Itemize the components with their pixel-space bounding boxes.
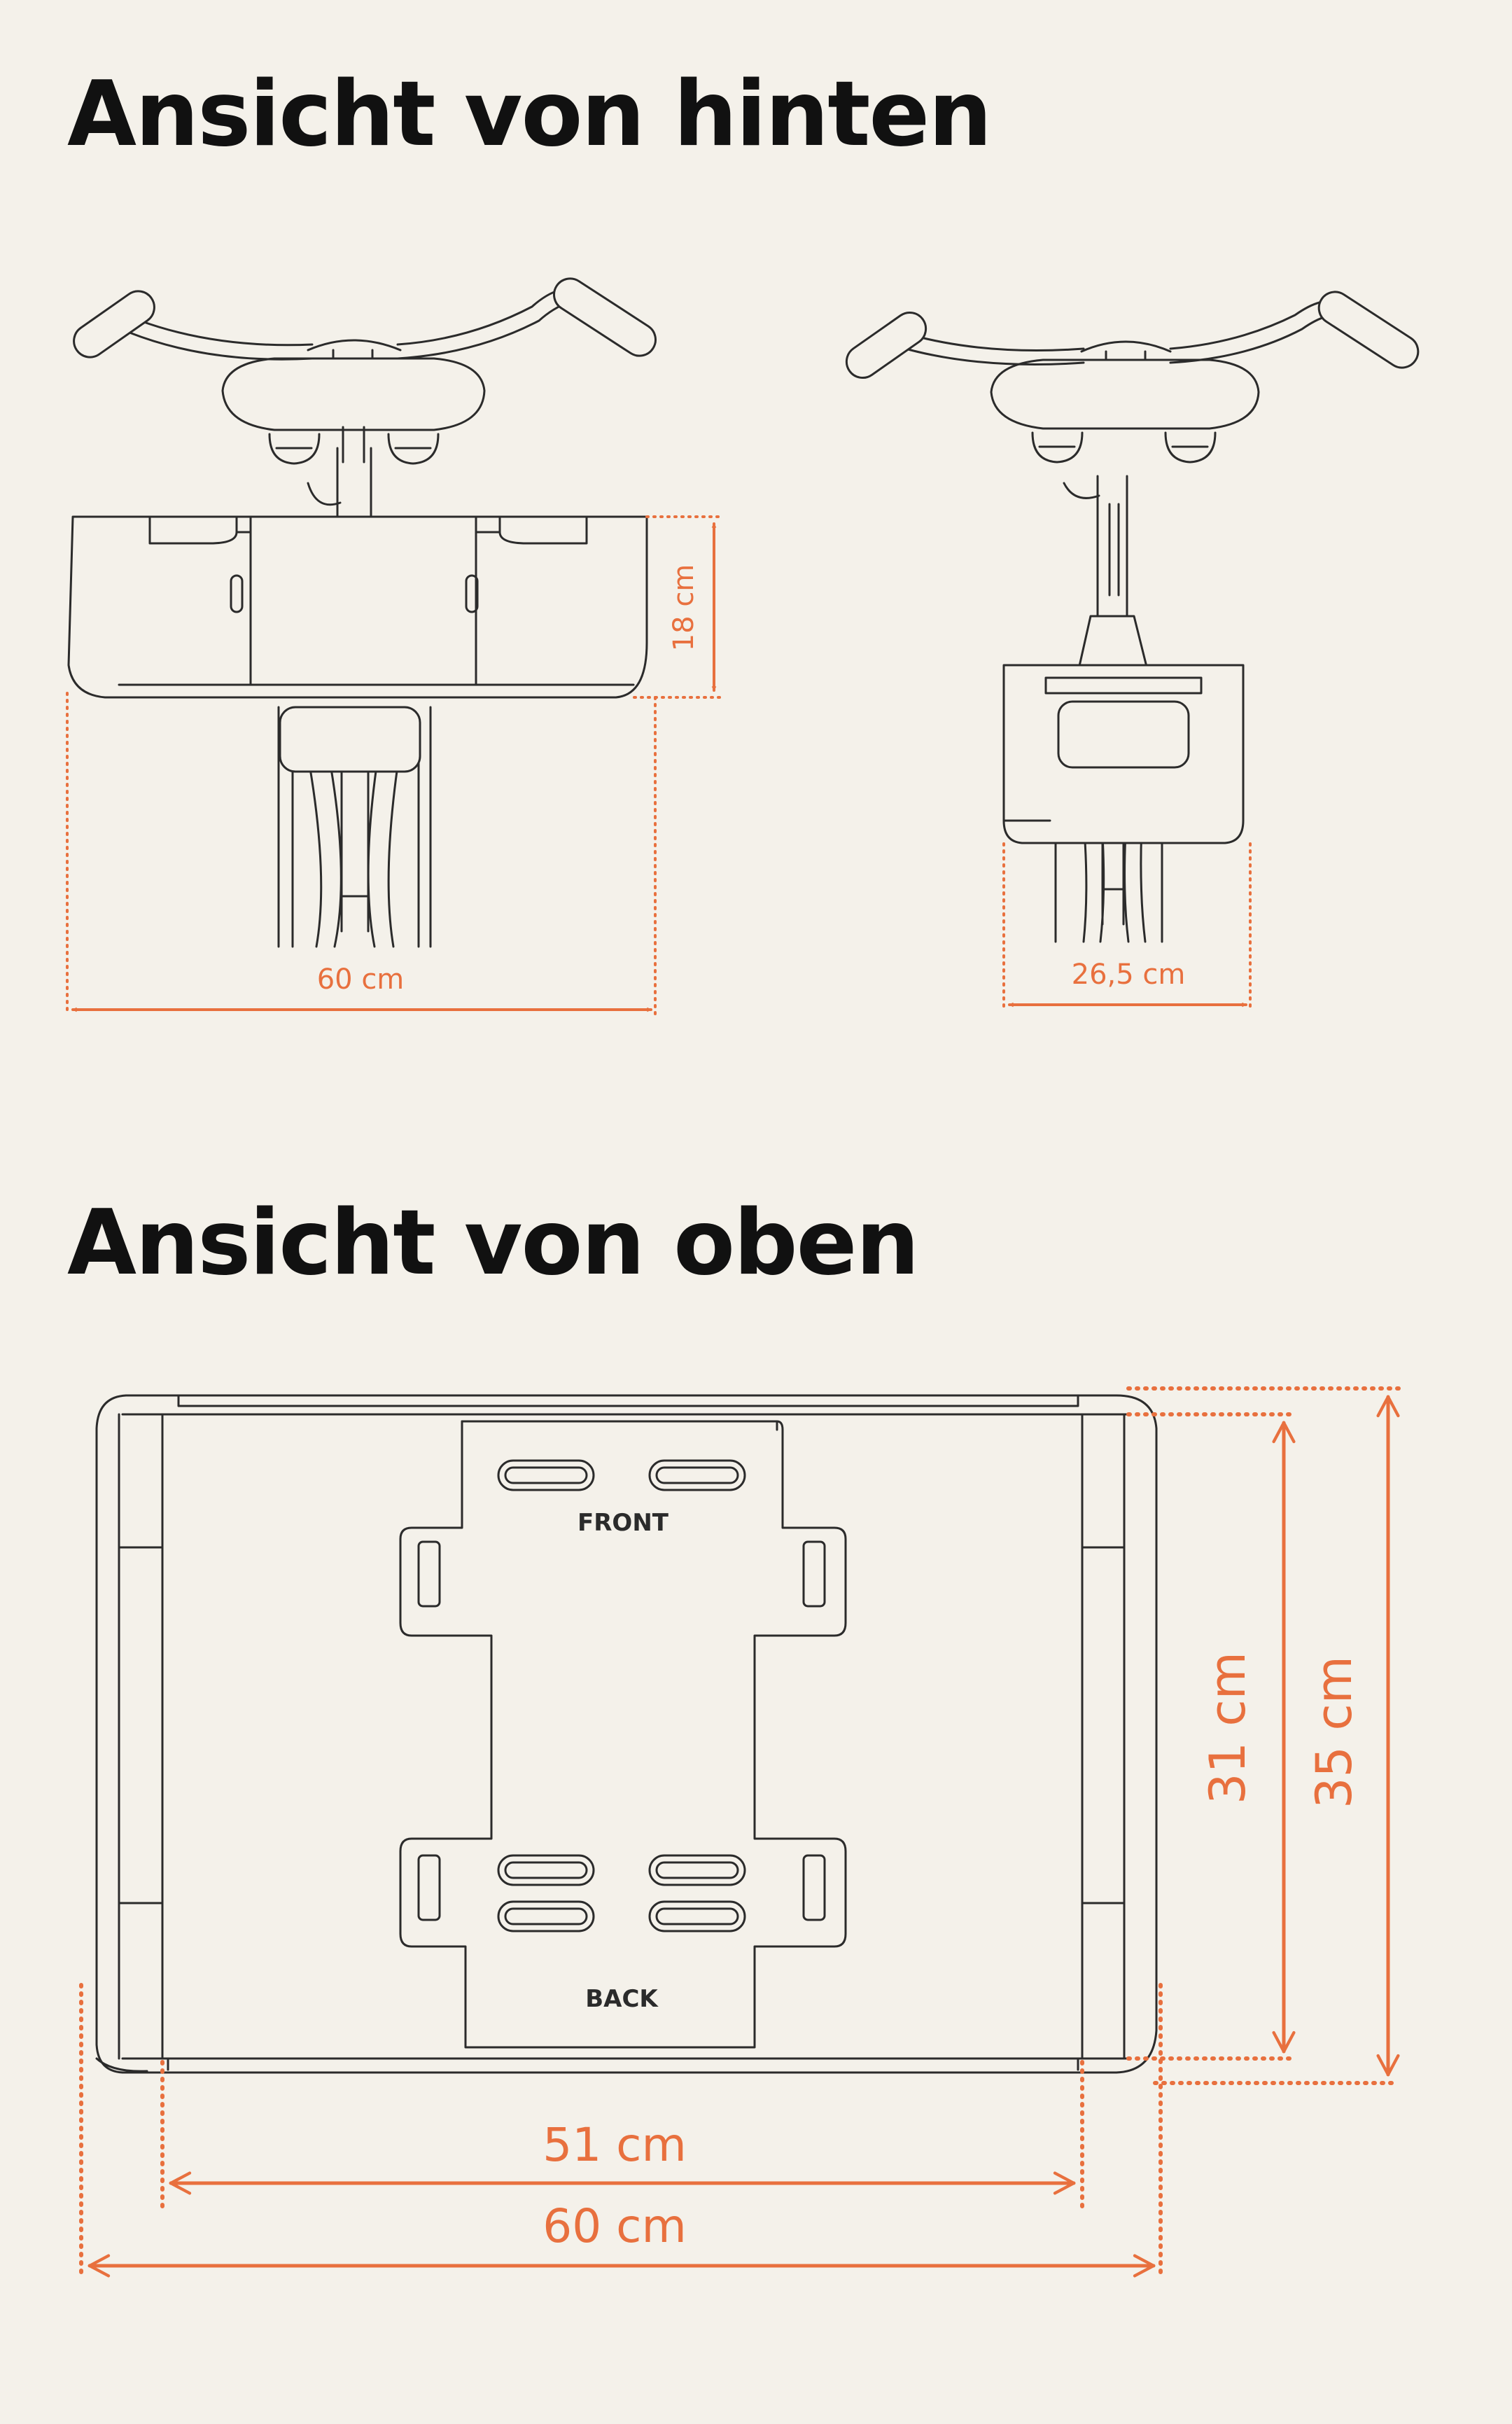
dim-top-depth-outer: 35 cm <box>1126 1386 1401 2085</box>
dim-outer-width-label: 60 cm <box>542 2199 687 2253</box>
dim-outer-depth-label: 35 cm <box>1306 1656 1363 1809</box>
rear-view-title: Ansicht von hinten <box>67 62 992 167</box>
dim-width-narrow-label: 26,5 cm <box>1072 959 1186 991</box>
rear-view-narrow: 26,5 cm <box>845 291 1420 1013</box>
dim-rear-narrow-width: 26,5 cm <box>1002 842 1252 1013</box>
dim-top-width-outer: 60 cm <box>79 1983 1163 2278</box>
dim-top-depth-inner: 31 cm <box>1126 1412 1297 2061</box>
carrier-box-outline <box>95 1394 1158 2074</box>
dim-top-width-inner: 51 cm <box>160 2060 1084 2211</box>
plate-back-label: BACK <box>585 1985 659 2013</box>
dim-rear-wide-width: 60 cm <box>66 692 657 1017</box>
dim-inner-width-label: 51 cm <box>542 2118 687 2172</box>
bicycle-rear-narrow <box>845 291 1420 943</box>
plate-front-label: FRONT <box>578 1509 669 1537</box>
top-view-title: Ansicht von oben <box>67 1191 920 1295</box>
dim-inner-depth-label: 31 cm <box>1199 1652 1256 1804</box>
dim-width-wide-label: 60 cm <box>317 963 405 996</box>
carrier-box-wide <box>67 515 648 699</box>
mounting-plate: FRONT BACK <box>399 1420 847 2049</box>
dim-height-label: 18 cm <box>668 564 700 652</box>
dim-rear-height: 18 cm <box>633 515 722 699</box>
carrier-box-narrow <box>1002 664 1245 844</box>
rear-view-wide: 18 cm 60 cm <box>66 277 722 1017</box>
bicycle-rear-wide <box>73 277 657 948</box>
top-view: FRONT BACK 31 cm 35 cm 51 cm 60 cm <box>79 1386 1401 2278</box>
